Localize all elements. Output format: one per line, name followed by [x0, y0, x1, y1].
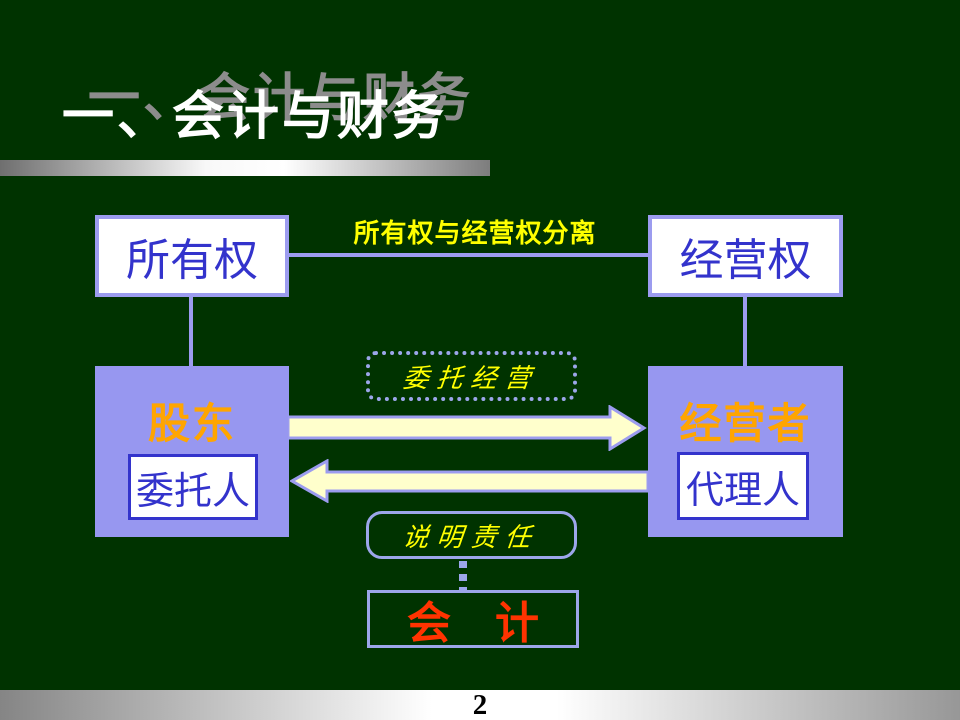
ownership-box: 所有权	[95, 215, 289, 297]
ownership-management-connector-line	[289, 253, 648, 257]
management-right-label: 经营权	[679, 236, 812, 285]
entrust-management-label: 委托经营	[401, 363, 541, 393]
page-title: 一、会计与财务	[62, 88, 448, 146]
principal-box: 委托人	[128, 454, 258, 520]
accounting-label: 会 计	[407, 599, 539, 648]
agent-label: 代理人	[685, 469, 800, 512]
principal-label: 委托人	[135, 470, 250, 513]
management-right-box: 经营权	[648, 215, 843, 297]
separation-label: 所有权与经营权分离	[353, 218, 597, 248]
left-arrow	[290, 459, 648, 503]
manager-label: 经营者	[679, 400, 812, 447]
ownership-label: 所有权	[126, 236, 258, 285]
right-arrow	[288, 405, 647, 451]
accounting-box: 会 计	[367, 590, 579, 648]
accountability-box: 说明责任	[366, 511, 577, 559]
shareholder-label: 股东	[147, 400, 236, 447]
ownership-shareholder-connector-line	[189, 297, 193, 367]
accountability-label: 说明责任	[401, 522, 541, 552]
page-number: 2	[472, 688, 488, 720]
footer-bar: 2	[0, 690, 960, 720]
accountability-accounting-connector-line	[459, 561, 467, 591]
management-manager-connector-line	[743, 297, 747, 367]
title-underline-bar	[0, 160, 490, 176]
agent-box: 代理人	[677, 452, 809, 520]
entrust-management-box: 委托经营	[366, 351, 577, 401]
